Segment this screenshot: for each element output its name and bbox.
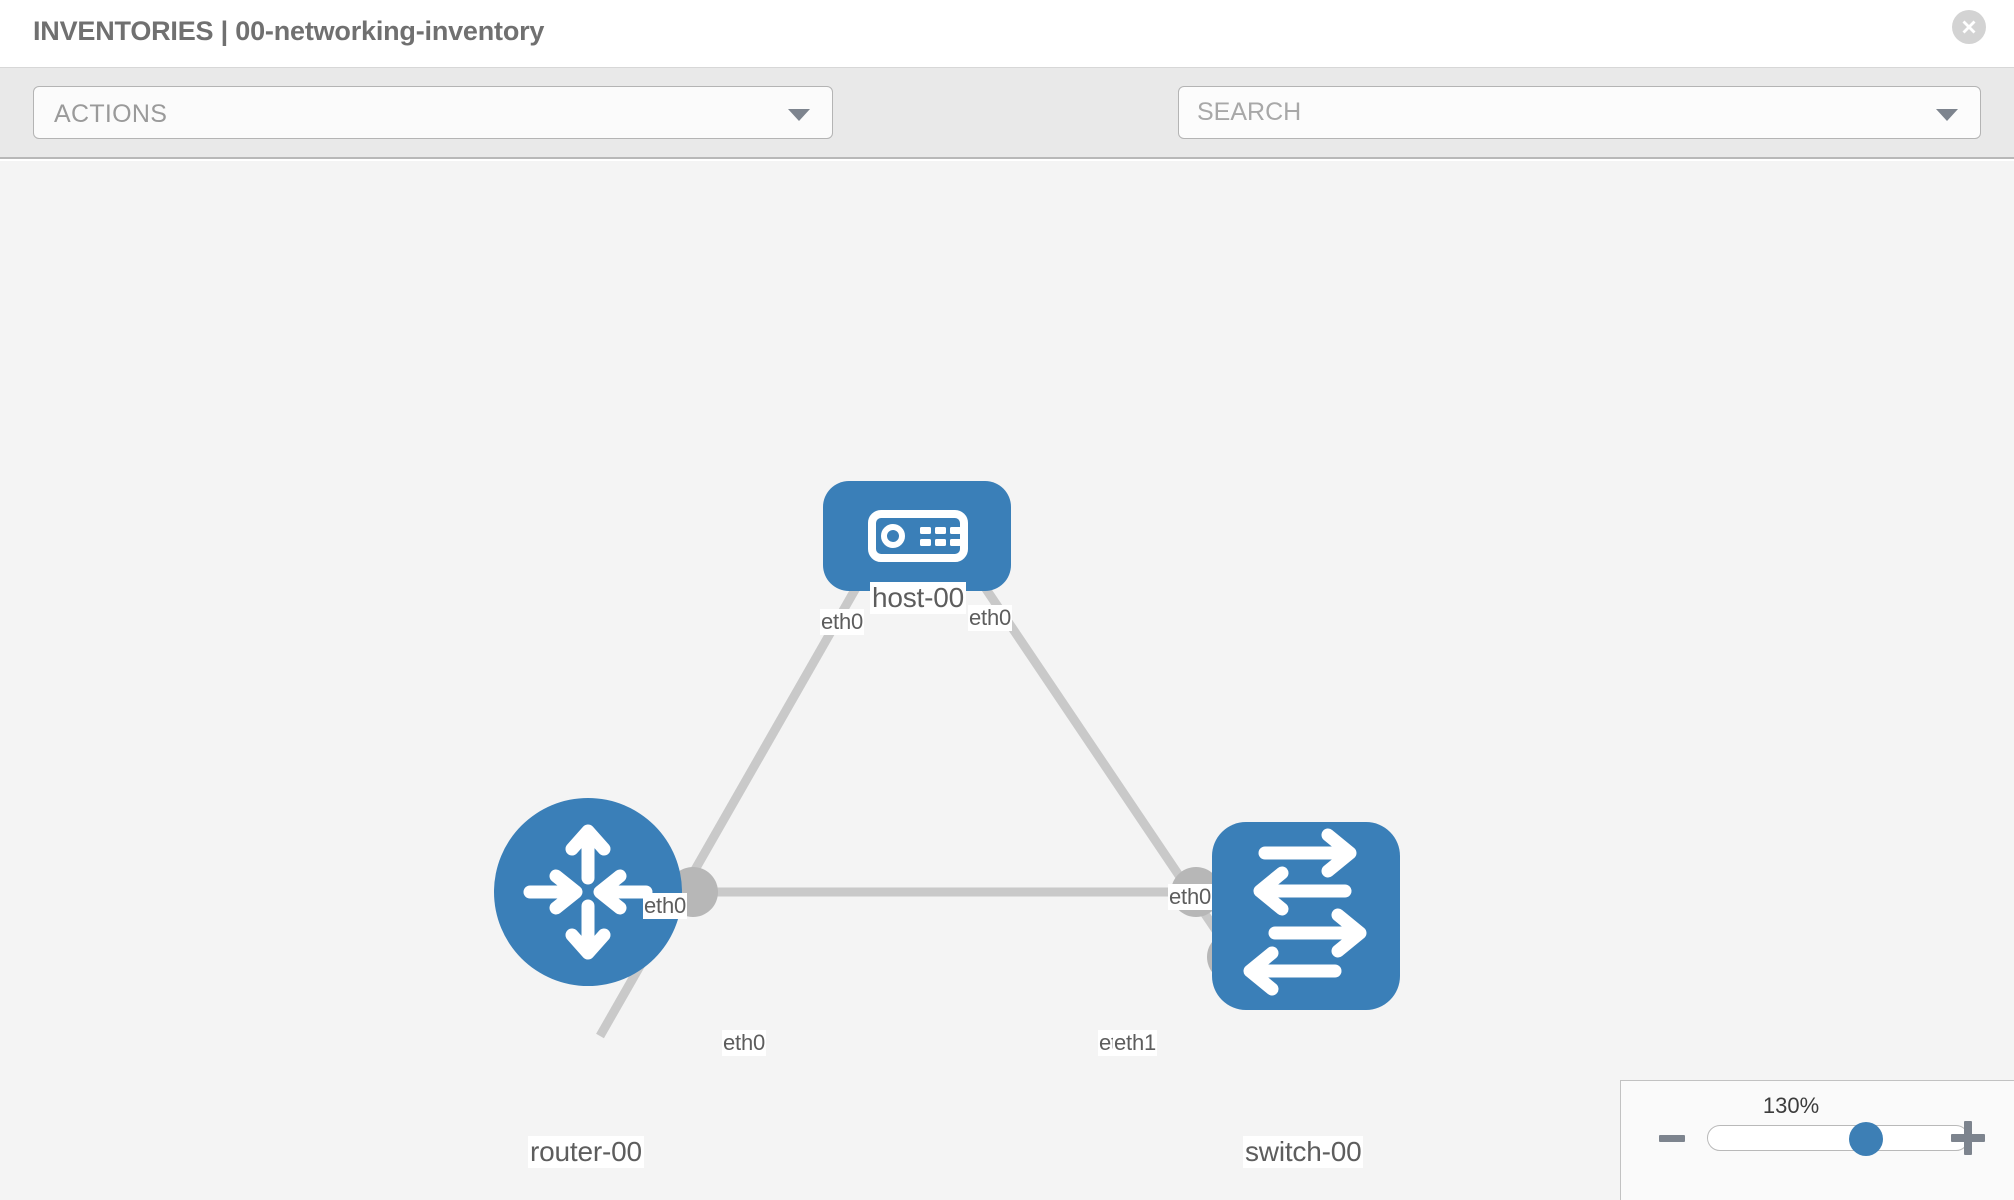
search-input[interactable] xyxy=(1197,87,1897,138)
topology-graph xyxy=(494,481,1400,1039)
zoom-percent-label: 130% xyxy=(1762,1093,1820,1118)
port-label-switch00-uplink: eth0 xyxy=(1168,884,1213,910)
actions-dropdown[interactable]: ACTIONS xyxy=(33,86,833,139)
port-label-host00-right: eth0 xyxy=(968,605,1013,631)
node-label-host-00: host-00 xyxy=(870,582,966,614)
zoom-slider-thumb[interactable] xyxy=(1849,1122,1884,1156)
toolbar: ACTIONS xyxy=(0,68,2014,196)
server-device-icon xyxy=(868,510,968,562)
port-label-host00-left: eth0 xyxy=(820,609,865,635)
four-arrows-inward-icon xyxy=(523,824,653,960)
actions-dropdown-label: ACTIONS xyxy=(54,100,168,128)
node-label-router-00: router-00 xyxy=(528,1136,644,1168)
search-box[interactable] xyxy=(1178,86,1981,139)
port-label-router00-uplink: eth0 xyxy=(643,893,688,919)
port-label-switch00-eth1: eth1 xyxy=(1113,1030,1158,1056)
topology-canvas[interactable]: host-00 router-00 switch-00 eth0 eth0 et… xyxy=(0,161,2014,1200)
topology-links xyxy=(596,540,1244,1039)
plus-icon[interactable] xyxy=(1951,1121,1985,1155)
page-title: INVENTORIES | 00-networking-inventory xyxy=(33,16,545,46)
node-router-00[interactable] xyxy=(494,798,682,986)
port-label-router00-eth0: eth0 xyxy=(722,1030,767,1056)
page-header: INVENTORIES | 00-networking-inventory xyxy=(0,0,2014,68)
minus-icon[interactable] xyxy=(1659,1135,1685,1142)
node-switch-00[interactable] xyxy=(1212,822,1400,1010)
zoom-slider[interactable] xyxy=(1707,1122,1969,1156)
zoom-control-panel: 130% xyxy=(1620,1080,2014,1200)
node-host-00[interactable] xyxy=(823,481,1011,591)
two-way-arrows-icon xyxy=(1243,828,1367,996)
chevron-down-icon xyxy=(788,109,810,121)
chevron-down-icon[interactable] xyxy=(1936,109,1958,121)
close-icon[interactable] xyxy=(1952,10,1986,44)
node-label-switch-00: switch-00 xyxy=(1243,1136,1364,1168)
